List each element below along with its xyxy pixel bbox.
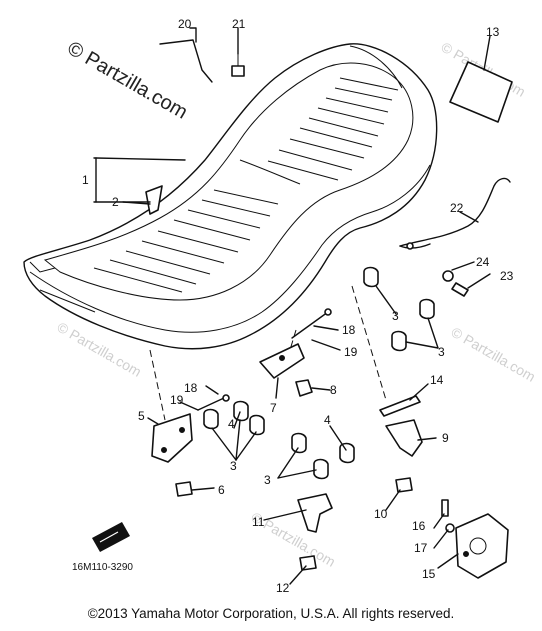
callout-8: 8 xyxy=(330,383,337,397)
callout-23: 23 xyxy=(500,269,514,283)
callout-3: 3 xyxy=(392,309,399,323)
leader-lines xyxy=(93,27,491,585)
callout-3: 3 xyxy=(264,473,271,487)
front-direction-arrow-icon xyxy=(92,522,130,552)
seat-tag-part xyxy=(145,185,163,215)
rod-part-14 xyxy=(379,395,421,417)
nut-part-12 xyxy=(299,555,317,571)
nut-part-6 xyxy=(175,481,193,497)
collar-part xyxy=(231,54,245,77)
callout-19: 19 xyxy=(170,393,184,407)
latch-part xyxy=(385,419,423,457)
copyright-notice: ©2013 Yamaha Motor Corporation, U.S.A. A… xyxy=(87,606,455,621)
callout-24: 24 xyxy=(476,255,490,269)
bolt-parts xyxy=(197,308,332,411)
watermark-faint: © Partzilla.com xyxy=(449,324,539,385)
nut-part-10 xyxy=(395,477,413,493)
reflector-plate-part xyxy=(449,61,513,123)
callout-3: 3 xyxy=(230,459,237,473)
nut-part-8 xyxy=(295,379,313,397)
callout-17: 17 xyxy=(414,541,428,555)
callout-19: 19 xyxy=(344,345,358,359)
callout-4: 4 xyxy=(324,413,331,427)
bracket-part-11 xyxy=(297,493,333,533)
callout-13: 13 xyxy=(486,25,500,39)
callout-11: 11 xyxy=(252,515,265,529)
hinge-bracket-part xyxy=(151,413,193,463)
callout-22: 22 xyxy=(450,201,464,215)
damper-rubber-parts xyxy=(203,266,435,480)
callout-12: 12 xyxy=(276,581,290,595)
callout-18: 18 xyxy=(184,381,198,395)
watermark-main: © Partzilla.com xyxy=(64,37,192,123)
seat-bracket-part xyxy=(259,343,305,379)
assembly-guide-lines xyxy=(149,285,387,421)
callout-1: 1 xyxy=(82,173,89,187)
callout-2: 2 xyxy=(112,195,119,209)
callout-10: 10 xyxy=(374,507,388,521)
callout-6: 6 xyxy=(218,483,225,497)
callout-16: 16 xyxy=(412,519,426,533)
callout-18: 18 xyxy=(342,323,356,337)
bolt-washer-parts xyxy=(442,270,469,297)
callout-9: 9 xyxy=(442,431,449,445)
callout-15: 15 xyxy=(422,567,436,581)
seat-lock-part xyxy=(455,513,509,579)
grab-bar-part xyxy=(399,177,511,250)
callout-3: 3 xyxy=(438,345,445,359)
callout-14: 14 xyxy=(430,373,444,387)
callout-20: 20 xyxy=(178,17,192,31)
diagram-code: 16M110-3290 xyxy=(72,562,133,573)
callout-21: 21 xyxy=(232,17,246,31)
callout-4: 4 xyxy=(228,417,235,431)
seat-assembly xyxy=(23,43,438,350)
screw-washer-parts xyxy=(441,499,455,533)
part-callouts: 1 2 20 21 13 22 24 23 3 3 18 19 14 9 8 7… xyxy=(82,17,514,595)
watermark-faint: © Partzilla.com xyxy=(55,319,145,380)
hook-rod-part xyxy=(159,39,213,83)
callout-5: 5 xyxy=(138,409,145,423)
callout-7: 7 xyxy=(270,401,277,415)
